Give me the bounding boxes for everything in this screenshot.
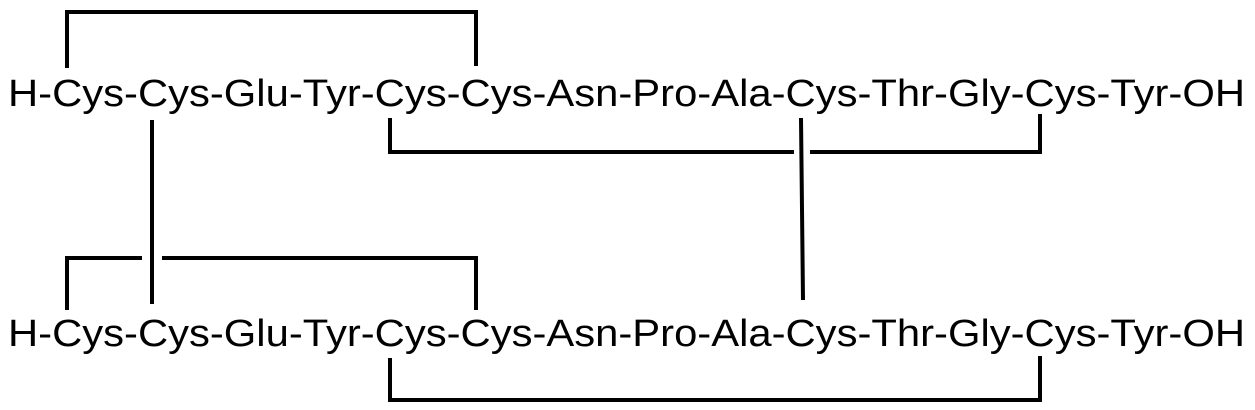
bond-a-cys4-cys13-right bbox=[810, 114, 1042, 154]
bond-b-cys1-cys5-right bbox=[162, 256, 478, 310]
bond-b-cys1-cys5-left bbox=[65, 256, 142, 310]
bond-a-cys4-cys13-left bbox=[388, 118, 794, 154]
bond-a-cys1-cys5 bbox=[65, 10, 478, 68]
chain-b-sequence: H-Cys-Cys-Glu-Tyr-Cys-Cys-Asn-Pro-Ala-Cy… bbox=[8, 313, 1245, 355]
bond-b-cys4-cys13 bbox=[388, 356, 1042, 402]
chain-a-sequence: H-Cys-Cys-Glu-Tyr-Cys-Cys-Asn-Pro-Ala-Cy… bbox=[8, 73, 1245, 115]
bond-a-cys10-b-cys10 bbox=[799, 117, 805, 301]
